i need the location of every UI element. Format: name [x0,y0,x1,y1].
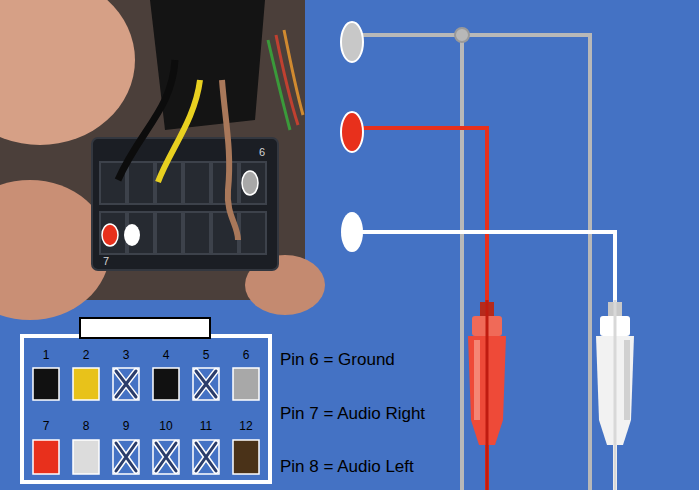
cross-marks [116,371,216,471]
pin-number: 3 [123,349,130,362]
housing-number: 6 [259,146,265,158]
wire [284,30,303,115]
pin-number: 11 [200,420,212,433]
pin [233,440,259,474]
ground-wire [460,35,464,490]
pin-number: 6 [243,349,250,362]
rca-plug-white [596,300,634,490]
pin-marker [124,224,140,246]
connector-outline [22,336,270,482]
housing-number: 7 [103,255,109,267]
connector-tab [80,318,210,338]
left-terminal [341,212,363,252]
finger [0,0,135,145]
pin-number: 8 [83,420,90,433]
wire [158,80,200,182]
plug-shine [474,340,480,420]
pinout-diagram [22,318,270,482]
junction-dot [455,28,469,42]
cross-mark [116,371,216,471]
rca-plug-red [468,300,506,490]
pin-number: 9 [123,420,130,433]
connector-housing [92,138,278,270]
plug-shade [624,340,630,420]
right-terminal [341,112,363,152]
pin [33,368,59,400]
pin [33,440,59,474]
pin-function: Pin 8 = Audio Left [280,458,414,477]
pin [73,440,99,474]
pin [233,368,259,400]
plug-pin [486,300,489,490]
plug-pin [614,300,617,490]
pin-number: 12 [239,420,252,433]
pin-marker [102,224,118,246]
pin-function: Pin 6 = Ground [280,351,395,370]
left-wire [362,232,615,490]
pin-number: 7 [43,420,50,433]
pin [73,368,99,400]
pin-marker [242,171,258,195]
right-wire [362,128,487,490]
pin-number: 10 [159,420,172,433]
ground-terminal [341,22,363,62]
cross-mark [116,371,216,471]
cable-sleeve [150,0,265,130]
pins [33,368,259,474]
pin [153,368,179,400]
pin-holes [100,162,266,254]
pin-function: Pin 7 = Audio Right [280,405,425,424]
pin-number: 5 [203,349,210,362]
pin-number: 1 [43,349,50,362]
pin-number: 4 [163,349,170,362]
pin-number: 2 [83,349,90,362]
wire [222,80,238,240]
connector-photo [0,0,325,320]
